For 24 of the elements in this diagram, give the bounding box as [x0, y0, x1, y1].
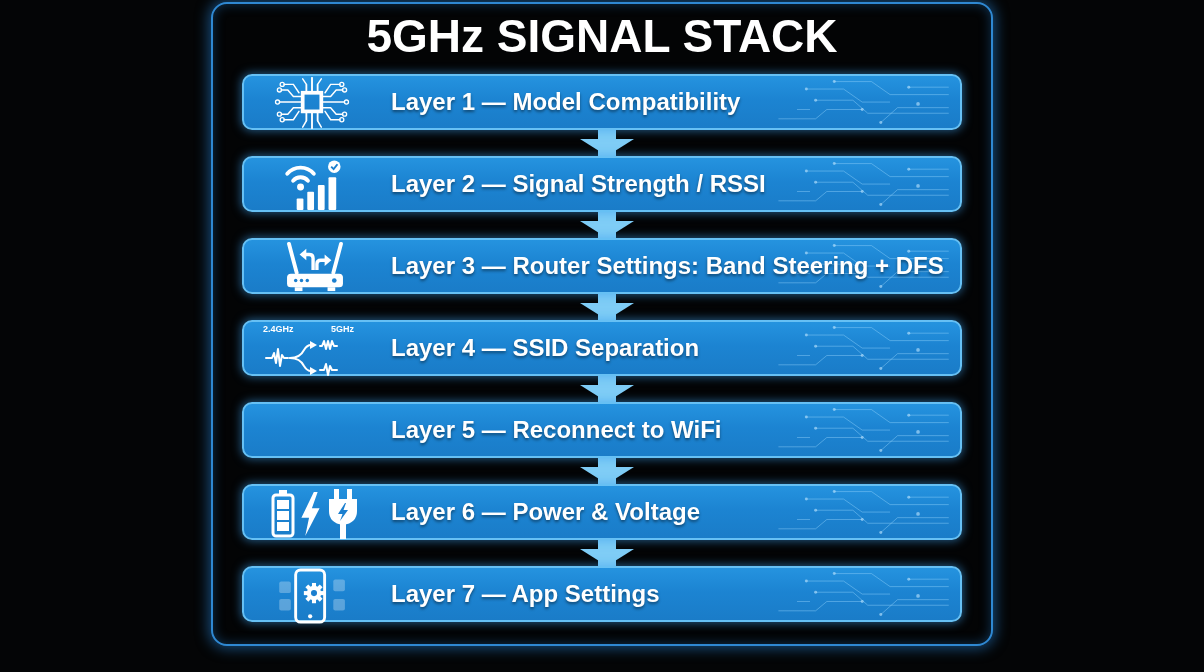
layer-title: Layer 6 — Power & Voltage	[391, 498, 700, 526]
arrow	[580, 458, 634, 484]
layer-title: Layer 7 — App Settings	[391, 580, 660, 608]
band-label: 2.4GHz	[263, 325, 294, 335]
layer-title: Layer 3 — Router Settings: Band Steering + DFS	[391, 252, 944, 280]
panel-frame	[211, 2, 993, 646]
arrow	[580, 376, 634, 402]
arrow	[580, 540, 634, 566]
layer-title: Layer 1 — Model Compatibility	[391, 88, 741, 116]
layer-box	[242, 566, 962, 622]
layer-box	[242, 156, 962, 212]
panel-title: 5GHz SIGNAL STACK	[366, 11, 838, 62]
layer-box	[242, 402, 962, 458]
layer-box	[242, 484, 962, 540]
layer-title: Layer 5 — Reconnect to WiFi	[391, 416, 722, 444]
arrow	[580, 294, 634, 320]
layer-title: Layer 4 — SSID Separation	[391, 334, 700, 362]
layer-title: Layer 2 — Signal Strength / RSSI	[391, 170, 766, 198]
arrow	[580, 130, 634, 156]
layer-box	[242, 74, 962, 130]
arrow	[580, 212, 634, 238]
layer-box	[242, 238, 962, 294]
layer-box	[242, 320, 962, 376]
band-label: 5GHz	[331, 325, 354, 335]
